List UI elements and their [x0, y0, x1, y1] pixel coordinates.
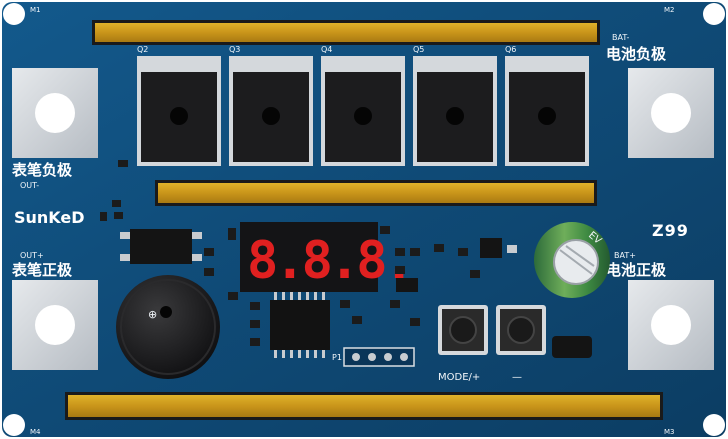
mosfet-label: Q6: [505, 45, 516, 54]
mosfet-3: Q4: [321, 45, 405, 166]
mode-button-label: MODE/+: [438, 372, 480, 383]
mosfet-label: Q3: [229, 45, 240, 54]
minus-button[interactable]: [496, 305, 546, 355]
display-digits: 8.8.8.: [247, 231, 411, 291]
mode-button-cap[interactable]: [449, 316, 477, 344]
buzzer-plus-mark: ⊕: [148, 308, 157, 321]
header-label: P1: [332, 353, 342, 362]
buzzer: ⊕: [116, 275, 220, 379]
mosfet-label: Q4: [321, 45, 332, 54]
out-minus-tag: OUT-: [20, 181, 39, 190]
bat-plus-tag: BAT+: [614, 251, 636, 260]
bat-minus-label: 电池负极: [606, 45, 667, 63]
microcontroller-chip: [270, 292, 330, 358]
mosfet-label: Q5: [413, 45, 424, 54]
corner-label-m4: M4: [30, 428, 41, 436]
mosfet-2: Q3: [229, 45, 313, 166]
bat-minus-tag: BAT-: [612, 33, 629, 42]
smd-parts-middle: [204, 226, 517, 346]
mode-button[interactable]: [438, 305, 488, 355]
mosfet-5: Q6: [505, 45, 589, 166]
mosfet-row: Q2 Q3 Q4 Q5 Q6: [137, 45, 589, 166]
terminal-pads: [12, 68, 714, 370]
smd-diode: [552, 336, 592, 358]
smd-parts-top: [100, 160, 128, 221]
out-plus-label: 表笔正极: [12, 261, 73, 279]
mounting-holes: [3, 3, 725, 436]
mosfet-4: Q5: [413, 45, 497, 166]
model-label: Z99: [652, 221, 689, 240]
minus-button-cap[interactable]: [507, 316, 535, 344]
electrolytic-capacitor: EV: [534, 222, 610, 298]
copper-bus-bars: [65, 20, 663, 420]
out-plus-tag: OUT+: [20, 251, 44, 260]
corner-label-m3: M3: [664, 428, 675, 436]
optocoupler-chip: [120, 229, 202, 264]
out-minus-label: 表笔负极: [12, 161, 73, 179]
seven-segment-display: 8.8.8.: [240, 222, 415, 292]
mosfet-1: Q2: [137, 45, 221, 166]
pin-header: P1: [332, 347, 415, 367]
corner-label-m2: M2: [664, 6, 675, 14]
mosfet-label: Q2: [137, 45, 148, 54]
minus-button-label: —: [512, 372, 522, 383]
brand-label: SunKeD: [14, 208, 85, 227]
bat-plus-label: 电池正极: [606, 261, 667, 279]
corner-label-m1: M1: [30, 6, 41, 14]
